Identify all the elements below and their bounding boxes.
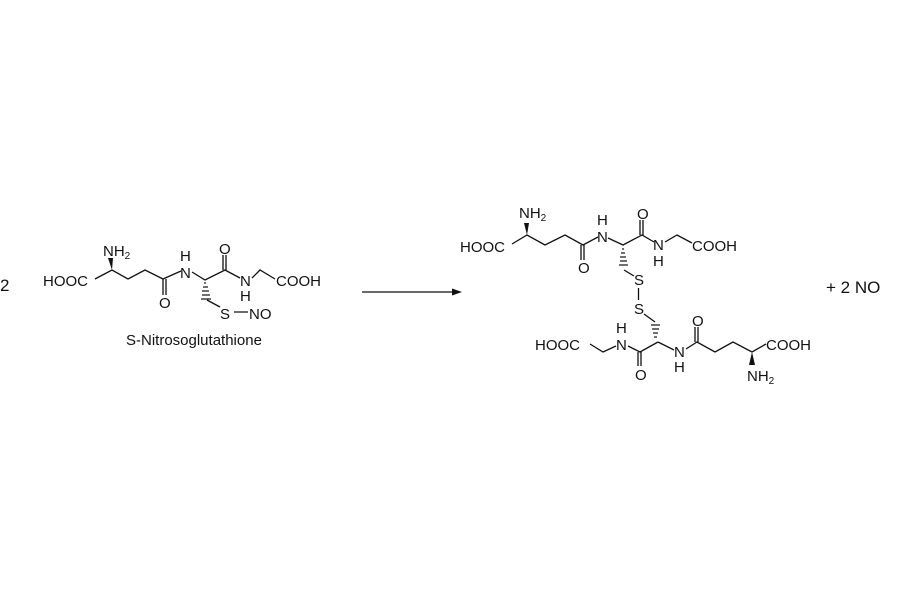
atom-label: H <box>180 248 191 265</box>
product-molecule: HOOC NH2 N H O O N H COOH S S HOOC NH2 N… <box>460 205 811 387</box>
atom-label: S <box>634 301 644 318</box>
reactant-name: S-Nitrosoglutathione <box>126 332 262 349</box>
atom-label: N <box>674 344 685 361</box>
bond <box>639 220 644 235</box>
bond <box>589 343 617 353</box>
reactant-coefficient: 2 <box>0 276 9 295</box>
atom-label: N <box>616 337 627 354</box>
atom-label: NH2 <box>519 205 547 224</box>
atom-label: H <box>597 212 608 229</box>
atom-label: N <box>240 273 251 290</box>
bond <box>162 279 167 295</box>
atom-label: O <box>578 260 590 277</box>
atom-label: N <box>180 265 191 282</box>
atom-label: H <box>653 253 664 270</box>
bond <box>580 245 585 260</box>
atom-label: O <box>692 313 704 330</box>
atom-label: N <box>653 237 664 254</box>
bond <box>222 255 227 270</box>
byproduct-label: + 2 NO <box>826 278 880 297</box>
wedge-bond <box>524 223 529 235</box>
bond <box>637 352 642 366</box>
atom-label: COOH <box>766 337 811 354</box>
hashed-bond <box>201 282 211 300</box>
atom-label: H <box>240 288 251 305</box>
atom-label: S <box>220 306 230 323</box>
bond <box>627 341 659 353</box>
bond <box>94 269 182 280</box>
atom-label: O <box>635 367 647 384</box>
bond <box>664 234 693 244</box>
bond <box>623 269 635 277</box>
atom-label: HOOC <box>460 239 505 256</box>
hashed-bond <box>619 248 628 266</box>
bond <box>511 234 599 246</box>
atom-label: N <box>597 229 608 246</box>
bond <box>607 234 655 246</box>
atom-label: COOH <box>692 238 737 255</box>
atom-label: O <box>219 241 231 258</box>
atom-label: COOH <box>276 273 321 290</box>
bond <box>685 341 767 353</box>
atom-label: HOOC <box>535 337 580 354</box>
bond <box>191 269 241 281</box>
reaction-arrow <box>362 288 462 296</box>
atom-label: O <box>159 295 171 312</box>
atom-label: H <box>616 320 627 337</box>
bond <box>657 341 675 351</box>
bond <box>206 299 248 313</box>
bond <box>694 327 699 342</box>
hashed-bond <box>651 324 660 338</box>
atom-label: H <box>674 359 685 376</box>
reactant-molecule: HOOC NH2 N H O O N H COOH S NO <box>43 241 321 323</box>
atom-label: O <box>637 206 649 223</box>
atom-label: NH2 <box>747 368 775 387</box>
atom-label: NH2 <box>103 243 131 262</box>
wedge-bond <box>108 258 113 270</box>
atom-label: HOOC <box>43 273 88 290</box>
wedge-bond <box>749 352 755 365</box>
atom-label: NO <box>249 306 272 323</box>
bond <box>251 269 276 280</box>
atom-label: S <box>634 272 644 289</box>
bond <box>643 313 656 323</box>
